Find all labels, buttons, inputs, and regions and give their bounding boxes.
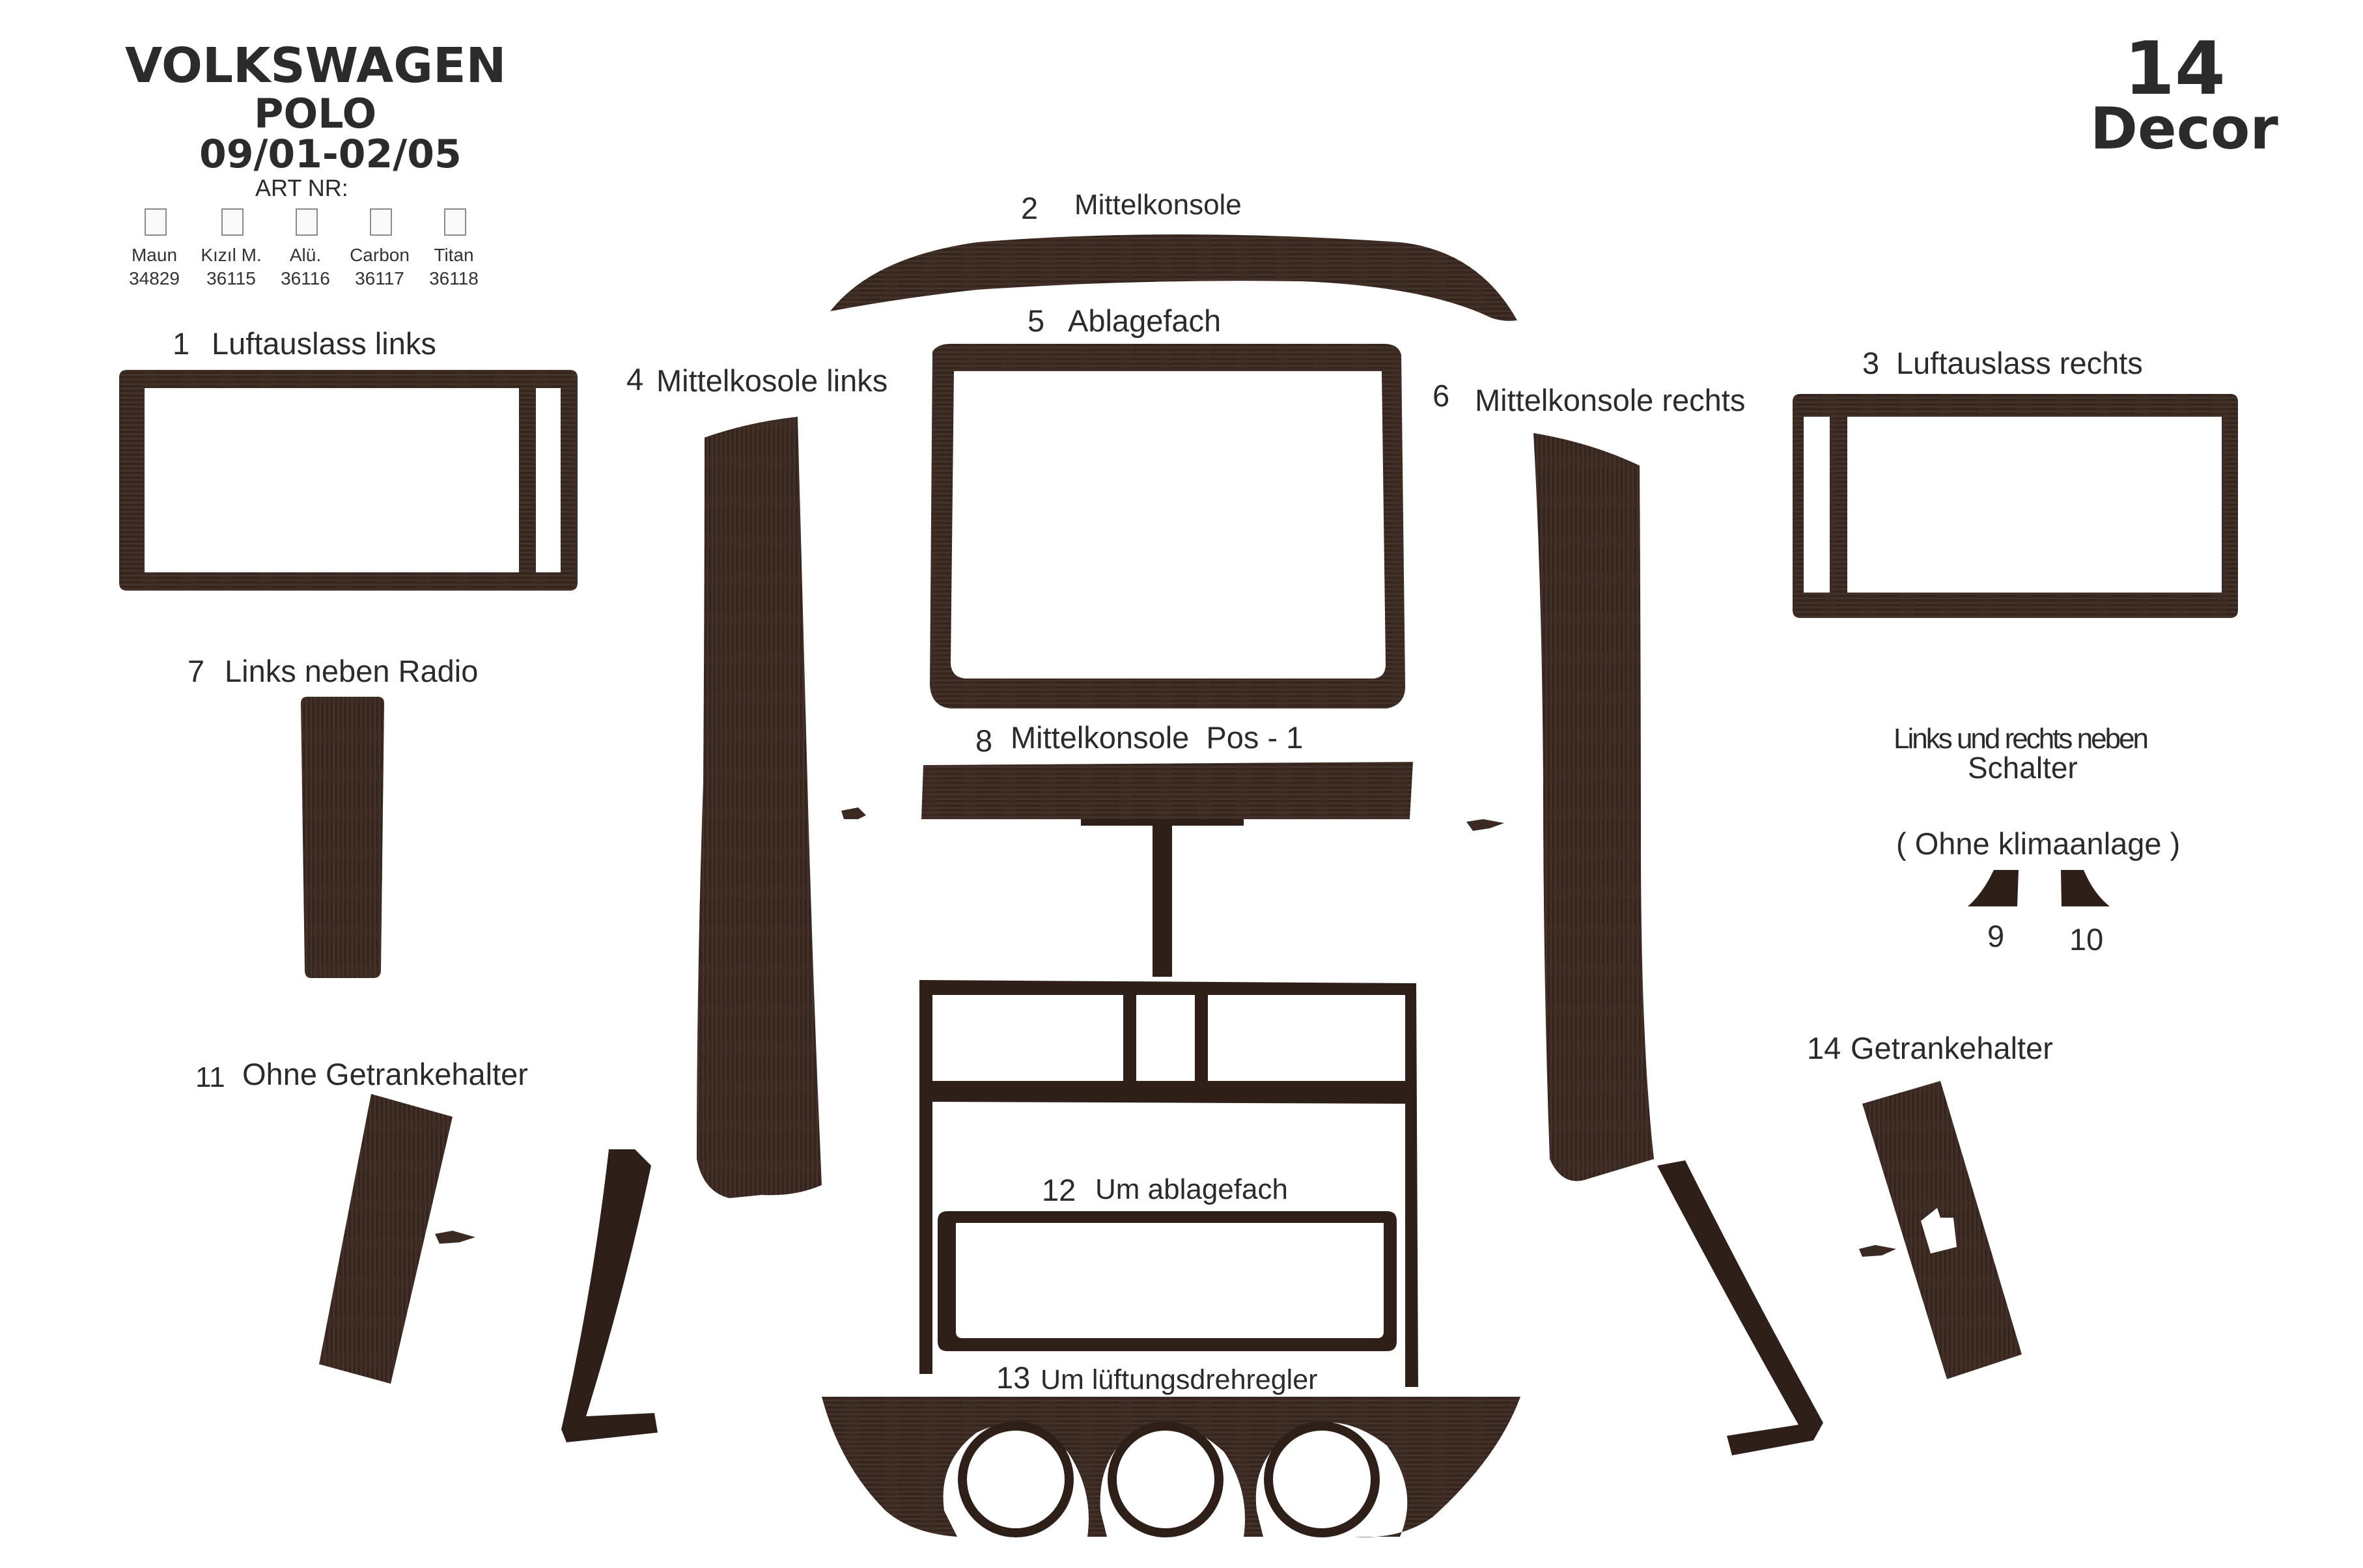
material-code: 36116 bbox=[281, 268, 330, 288]
part-1-number: 1 bbox=[173, 326, 190, 361]
part-14-shape bbox=[1862, 1081, 2022, 1379]
part-10-number: 10 bbox=[2069, 922, 2104, 957]
part-2-number: 2 bbox=[1021, 191, 1039, 225]
part-1-shape bbox=[119, 370, 578, 591]
note-line-1: Links und rechts neben bbox=[1894, 723, 2149, 755]
part-12-shape bbox=[938, 1211, 1397, 1351]
part-4-lower-rail bbox=[561, 1149, 658, 1442]
part-3-number: 3 bbox=[1862, 346, 1880, 380]
part-14-number: 14 bbox=[1807, 1031, 1841, 1065]
material-checkbox-alu bbox=[296, 208, 318, 236]
art-nr-label: ART NR: bbox=[255, 175, 348, 201]
part-1-label: Luftauslass links bbox=[212, 326, 436, 361]
part-8-shape bbox=[921, 762, 1413, 819]
part-12-label: Um ablagefach bbox=[1095, 1173, 1288, 1205]
part-14-label: Getrankehalter bbox=[1851, 1031, 2053, 1065]
decor-word: Decor bbox=[2090, 95, 2278, 162]
part-4-number: 4 bbox=[626, 362, 644, 397]
model-title: POLO bbox=[254, 90, 377, 137]
note-line-3: ( Ohne klimaanlage ) bbox=[1896, 826, 2181, 861]
part-2-label: Mittelkonsole bbox=[1074, 189, 1242, 221]
part-8-label: Mittelkonsole Pos - 1 bbox=[1011, 720, 1304, 755]
part-13-shape bbox=[822, 1397, 1520, 1537]
part-4-label: Mittelkosole links bbox=[656, 363, 888, 398]
part-11-number: 11 bbox=[195, 1061, 225, 1093]
part-6-number: 6 bbox=[1433, 378, 1450, 413]
part-8-number: 8 bbox=[975, 723, 993, 758]
note-line-2: Schalter bbox=[1968, 751, 2078, 785]
part-3-label: Luftauslass rechts bbox=[1896, 346, 2143, 380]
piece-count: 14 bbox=[2124, 27, 2226, 111]
material-titan: Titan 36118 bbox=[412, 244, 496, 290]
material-alu: Alü. 36116 bbox=[263, 244, 348, 290]
material-name: Maun bbox=[131, 245, 178, 265]
part-6-shape bbox=[1533, 433, 1654, 1181]
part-8-grid bbox=[919, 980, 1418, 1387]
part-7-number: 7 bbox=[188, 654, 205, 688]
material-name: Kızıl M. bbox=[201, 245, 262, 265]
year-range: 09/01-02/05 bbox=[199, 132, 462, 177]
part-13-number: 13 bbox=[996, 1360, 1031, 1395]
part-5-label: Ablagefach bbox=[1068, 303, 1222, 338]
part-3-shape bbox=[1793, 394, 2238, 618]
part-10-shape bbox=[2061, 870, 2110, 906]
part-2-shape bbox=[830, 234, 1517, 321]
part-13-dial-rings bbox=[958, 1421, 1380, 1537]
material-carbon: Carbon 36117 bbox=[337, 244, 422, 290]
material-name: Carbon bbox=[350, 245, 410, 265]
clip-glyphs bbox=[435, 807, 1896, 1257]
material-code: 36118 bbox=[429, 268, 479, 288]
material-code: 34829 bbox=[129, 268, 180, 288]
part-11-label: Ohne Getrankehalter bbox=[242, 1057, 528, 1091]
part-7-shape bbox=[301, 697, 384, 978]
part-4-shape bbox=[697, 417, 822, 1198]
material-checkbox-carbon bbox=[370, 208, 392, 236]
make-title: VOLKSWAGEN bbox=[125, 38, 507, 94]
part-9-number: 9 bbox=[1987, 919, 2005, 953]
part-11-shape bbox=[319, 1094, 453, 1384]
material-checkbox-titan bbox=[444, 208, 466, 236]
material-checkbox-maun bbox=[145, 208, 167, 236]
part-9-shape bbox=[1968, 870, 2019, 906]
material-maun: Maun 34829 bbox=[112, 244, 197, 290]
part-8-stem bbox=[1081, 819, 1244, 977]
part-6-lower-rail bbox=[1657, 1160, 1823, 1455]
part-5-number: 5 bbox=[1028, 303, 1045, 338]
material-name: Titan bbox=[434, 245, 474, 265]
material-code: 36115 bbox=[206, 268, 256, 288]
part-5-shape bbox=[930, 344, 1406, 708]
material-code: 36117 bbox=[355, 268, 404, 288]
part-7-label: Links neben Radio bbox=[225, 654, 479, 688]
part-13-label: Um lüftungsdrehregler bbox=[1041, 1364, 1318, 1395]
material-name: Alü. bbox=[289, 245, 322, 265]
material-checkbox-kizil bbox=[221, 208, 244, 236]
material-kizil: Kızıl M. 36115 bbox=[189, 244, 273, 290]
part-6-label: Mittelkonsole rechts bbox=[1475, 383, 1746, 417]
part-12-number: 12 bbox=[1042, 1173, 1076, 1207]
